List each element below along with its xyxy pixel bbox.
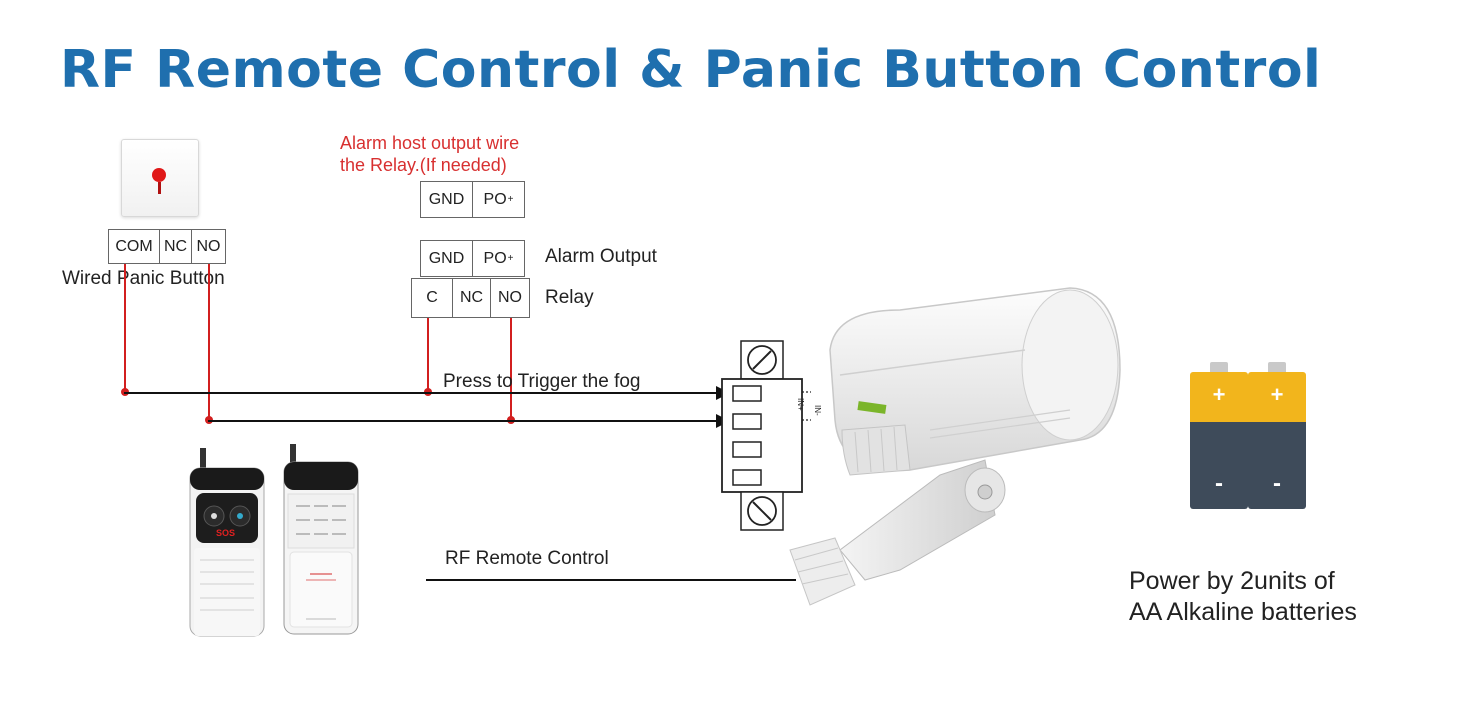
battery-caption-line1: Power by 2units of (1129, 567, 1335, 595)
host-top-po: PO+ (472, 181, 525, 218)
relay-terminal-nc: NC (452, 278, 491, 318)
relay-terminal-c: C (411, 278, 453, 318)
alarm-host-note-line2: the Relay.(If needed) (340, 155, 507, 175)
alarm-output-gnd: GND (420, 240, 473, 277)
trigger-wire-2 (208, 420, 720, 422)
wire-relay-no (510, 318, 512, 421)
alarm-output-po: PO+ (472, 240, 525, 277)
battery-left-minus: - (1215, 470, 1223, 497)
remote-control-black-image: SOS (188, 448, 266, 638)
battery-caption-line2: AA Alkaline batteries (1129, 598, 1357, 626)
fog-machine-image (789, 287, 1121, 606)
wire-com (124, 264, 126, 393)
terminal-block (721, 340, 811, 531)
trigger-label: Press to Trigger the fog (443, 371, 641, 392)
relay-terminal-no: NO (490, 278, 530, 318)
panic-terminal-no: NO (191, 229, 226, 264)
battery-left: + - (1190, 362, 1248, 509)
alarm-output-label: Alarm Output (545, 246, 657, 267)
panic-button-red-icon (152, 168, 166, 182)
battery-right-minus: - (1273, 470, 1281, 497)
battery-right-plus: + (1270, 382, 1284, 407)
remote-sos-text: SOS (216, 528, 236, 538)
wire-relay-c (427, 318, 429, 393)
battery-right: + - (1248, 362, 1306, 509)
remote-control-white-image (280, 444, 360, 636)
page-title: RF Remote Control & Panic Button Control (60, 40, 1322, 100)
panic-terminal-nc: NC (159, 229, 192, 264)
wire-no (208, 264, 210, 421)
rf-wire (426, 579, 796, 581)
battery-caption: Power by 2units of AA Alkaline batteries (1129, 566, 1357, 628)
rf-label: RF Remote Control (445, 548, 609, 569)
trigger-wire-1 (124, 392, 720, 394)
panic-button-device (121, 139, 199, 217)
relay-label: Relay (545, 287, 594, 308)
panic-terminal-com: COM (108, 229, 160, 264)
alarm-host-note-line1: Alarm host output wire (340, 133, 520, 153)
battery-left-plus: + (1212, 382, 1226, 407)
host-top-gnd: GND (420, 181, 473, 218)
panic-button-label: Wired Panic Button (62, 268, 225, 289)
